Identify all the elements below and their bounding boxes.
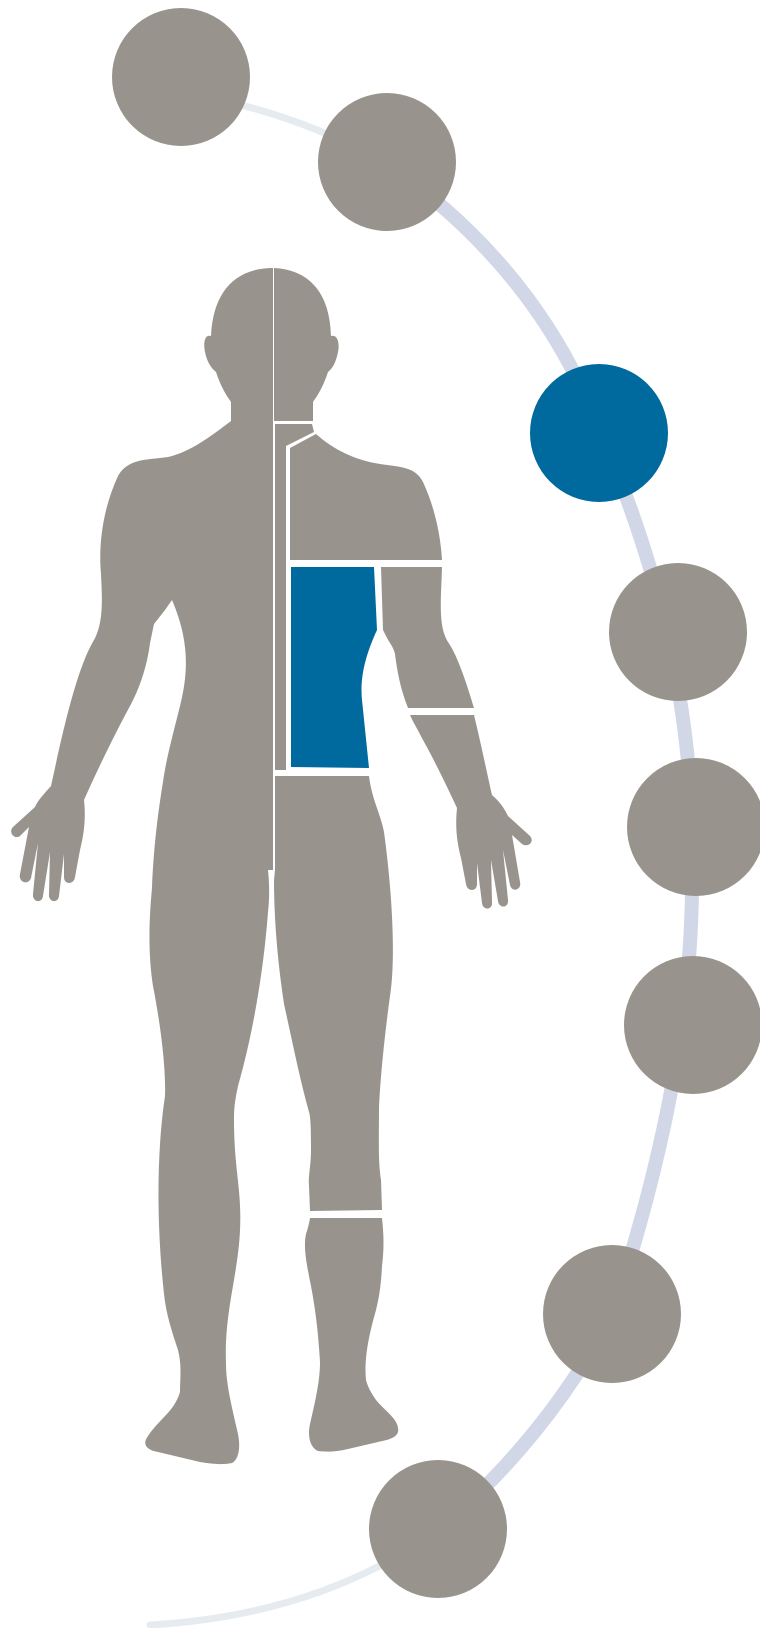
figure-left-half: [11, 268, 273, 1464]
node-circle-5[interactable]: [627, 758, 760, 896]
region-lower-leg: [305, 1218, 398, 1452]
figure-right-head: [274, 268, 339, 421]
node-circle-1[interactable]: [112, 8, 250, 146]
human-figure: [11, 268, 532, 1464]
node-circle-4[interactable]: [609, 563, 747, 701]
node-circle-3[interactable]: [530, 364, 668, 502]
region-upper-arm-lower: [381, 567, 474, 708]
region-trunk: [291, 567, 377, 768]
region-upper-arm: [290, 434, 442, 560]
node-circle-2[interactable]: [318, 93, 456, 231]
region-thigh: [274, 776, 393, 1211]
node-circle-6[interactable]: [624, 956, 760, 1094]
region-forearm: [410, 715, 532, 909]
node-circle-7[interactable]: [543, 1245, 681, 1383]
node-circle-8[interactable]: [369, 1460, 507, 1598]
